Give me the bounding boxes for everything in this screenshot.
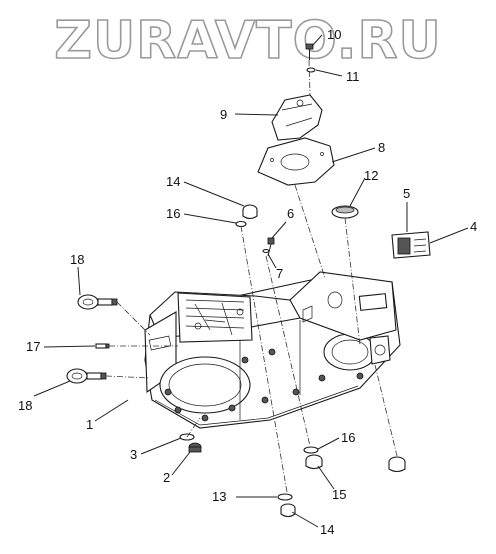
callout-15-upper: 14: [166, 174, 180, 189]
callout-7: 7: [276, 266, 283, 281]
cap: [280, 503, 296, 518]
o-ring: [303, 446, 319, 454]
callout-15-lower: 15: [332, 487, 346, 502]
callout-3: 3: [130, 447, 137, 462]
callout-2: 2: [163, 470, 170, 485]
adjusting-screw: [262, 237, 275, 257]
washer: [306, 67, 316, 73]
callout-16-lower: 16: [341, 430, 355, 445]
callout-1: 1: [86, 417, 93, 432]
callout-14: 14: [320, 522, 334, 537]
callout-13: 13: [212, 489, 226, 504]
callout-6: 6: [287, 206, 294, 221]
callout-10: 10: [327, 27, 341, 42]
watermark-logo: ZURAVTO.RU: [54, 11, 441, 71]
callout-9: 9: [220, 107, 227, 122]
leader-lines: [33, 34, 469, 528]
callout-16-upper: 16: [166, 206, 180, 221]
bolt: [305, 43, 314, 60]
callout-8: 8: [378, 140, 385, 155]
eye-bolt-upper: [77, 294, 118, 310]
gasket: [257, 137, 335, 186]
eye-bolt-lower: [66, 368, 107, 384]
o-ring: [277, 493, 293, 501]
o-ring: [235, 220, 247, 228]
callout-5: 5: [403, 186, 410, 201]
callout-17: 17: [26, 339, 40, 354]
callout-18-upper: 18: [70, 252, 84, 267]
cover: [271, 94, 323, 141]
plug: [388, 456, 406, 473]
main-housing: [144, 271, 401, 429]
callout-numbers: 10 11 9 8 12 5 4 14 16 6 7 18 17 18 1 3 …: [18, 27, 477, 537]
callout-12: 12: [364, 168, 378, 183]
callout-11: 11: [346, 69, 360, 84]
cap: [305, 454, 323, 470]
plug: [188, 442, 202, 453]
assembly-lines: [105, 59, 398, 493]
pin: [95, 343, 110, 349]
callout-4: 4: [470, 219, 477, 234]
cap: [242, 204, 258, 220]
callout-18-lower: 18: [18, 398, 32, 413]
